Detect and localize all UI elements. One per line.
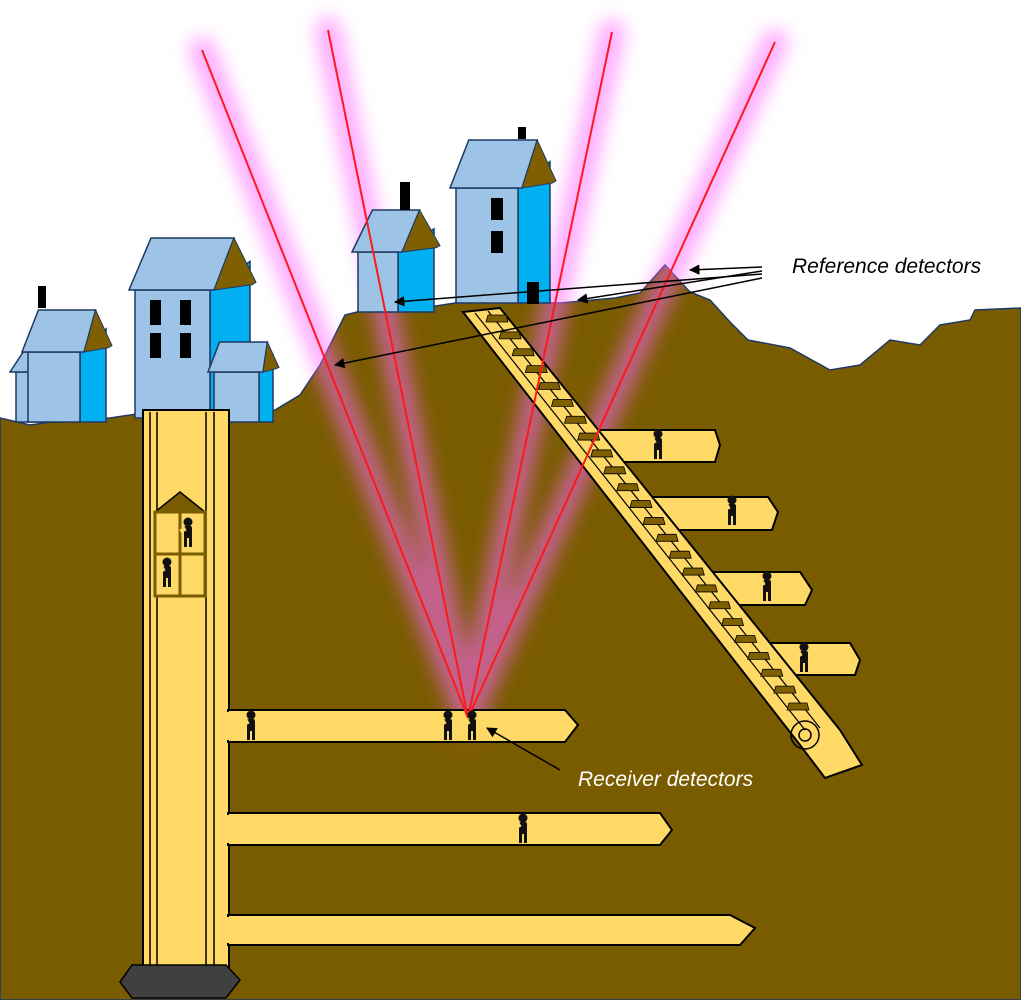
stair-step-icon [786, 702, 810, 711]
receiver-detectors-label: Receiver detectors [578, 768, 754, 791]
stair-step-icon [681, 567, 705, 576]
miner-icon [463, 710, 477, 740]
wheel-icon [790, 720, 820, 750]
miner-icon [242, 710, 256, 740]
stair-step-icon [498, 331, 522, 340]
reference-detectors-label: Reference detectors [792, 255, 982, 278]
tunnel-level-1 [227, 709, 580, 743]
inclined-shaft [461, 306, 864, 780]
horizontal-tunnels [216, 709, 757, 946]
house-left [20, 286, 113, 423]
stair-step-icon [668, 550, 692, 559]
stair-step-icon [734, 635, 758, 643]
miners-group [158, 429, 809, 843]
stair-step-icon [616, 483, 640, 492]
miner-icon [795, 642, 809, 672]
stair-step-icon [642, 517, 666, 525]
stair-step-icon [563, 415, 588, 424]
muon-ray [327, 29, 469, 719]
stair-step-icon [524, 365, 548, 374]
miner-icon [158, 557, 172, 587]
stair-step-icon [747, 651, 771, 660]
stair-step-icon [590, 449, 614, 458]
stair-step-icon [550, 398, 574, 407]
shaft-base [119, 964, 241, 999]
stair-step-icon [485, 314, 509, 323]
house-small-right [206, 340, 280, 423]
reference-arrows [333, 264, 763, 369]
miner-icon [723, 495, 737, 525]
miner-icon [758, 571, 772, 601]
stair-step-icon [760, 668, 784, 677]
house-middle [350, 182, 441, 313]
miner-icon [439, 710, 453, 740]
elevator-cage-icon [152, 491, 208, 598]
muon-ray [467, 41, 776, 719]
tunnel-level-2 [227, 812, 674, 846]
chimney-icon [518, 127, 526, 139]
house-tall-right [448, 127, 557, 304]
miner-icon [514, 813, 528, 843]
stair-step-icon [603, 466, 627, 475]
stair-step-icon [655, 533, 679, 542]
miner-icon [649, 429, 663, 459]
stair-step-icon [694, 584, 718, 593]
stair-step-icon [773, 685, 797, 694]
stair-step-icon [537, 382, 561, 390]
miner-icon [179, 517, 193, 547]
tunnel-level-3 [227, 914, 757, 946]
stair-step-icon [721, 618, 745, 627]
houses-group [8, 127, 557, 423]
stair-step-icon [707, 601, 732, 610]
stair-step-icon [629, 500, 653, 508]
muon-ray [467, 31, 613, 719]
stair-step-icon [511, 348, 535, 357]
muon-rays-group [201, 29, 776, 719]
stair-steps-group [485, 314, 810, 711]
receiver-arrow [486, 727, 561, 771]
chimney-icon [400, 182, 410, 210]
chimney-icon [38, 286, 46, 308]
muon-ray [201, 49, 469, 719]
